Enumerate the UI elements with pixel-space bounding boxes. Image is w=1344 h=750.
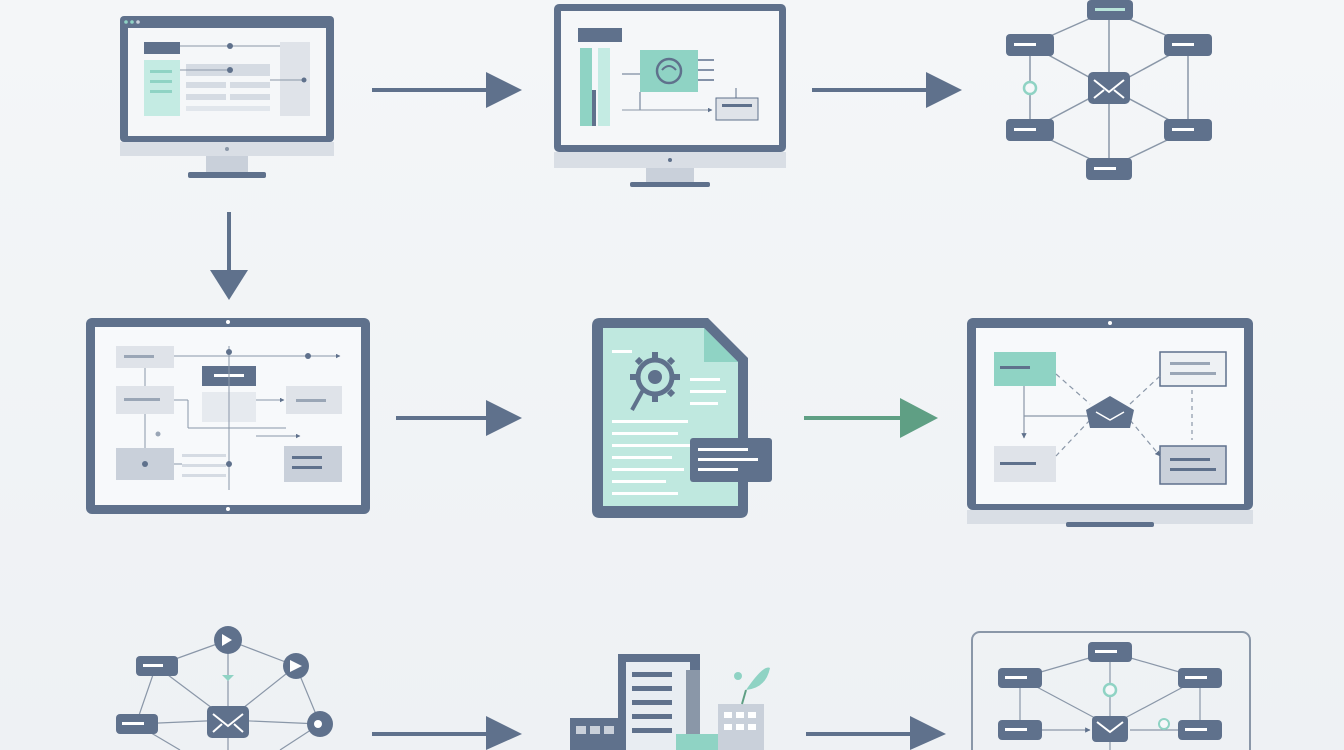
arrow-right-5 (372, 716, 522, 750)
arrow-right-2 (812, 72, 962, 108)
arrow-down (210, 212, 248, 300)
network-hub-nodes (1006, 0, 1212, 180)
arrow-right-1 (372, 72, 522, 108)
desktop-monitor-icon (120, 16, 334, 178)
network-diagram-monitor-icon (967, 318, 1253, 527)
arrow-right-green (804, 398, 938, 438)
circuit-screen-icon (554, 4, 786, 187)
building-stack-icon (570, 654, 770, 750)
gear-document-icon (592, 318, 772, 518)
arrow-right-3 (396, 400, 522, 436)
flow-diagram-tablet-icon (86, 318, 370, 514)
arrow-right-6 (806, 716, 946, 750)
gear-icon (630, 352, 680, 411)
network-cluster-icon (116, 626, 333, 750)
network-panel-icon (971, 631, 1251, 750)
